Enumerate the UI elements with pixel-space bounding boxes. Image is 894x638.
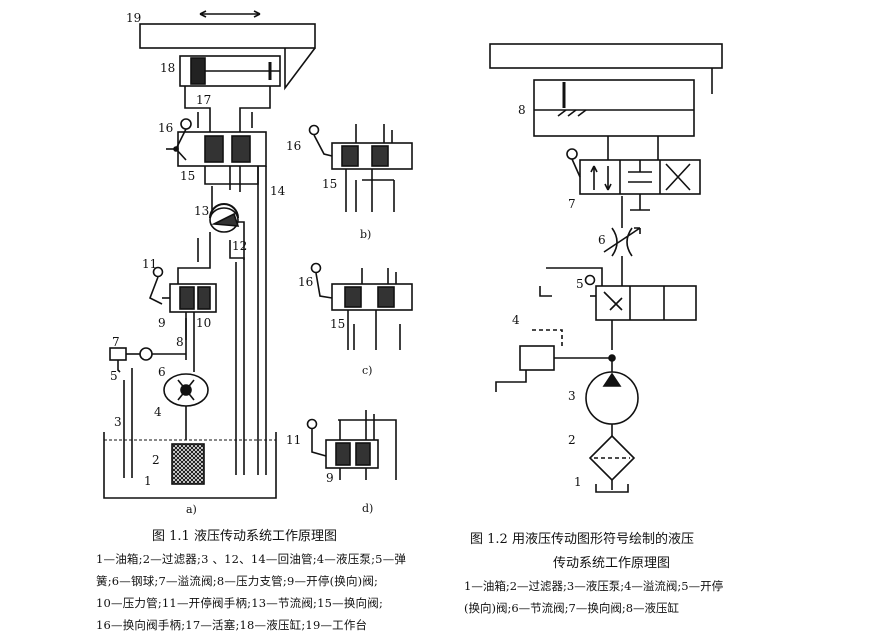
- label-pressure-branch: 8: [176, 335, 184, 349]
- fig2-label-start-stop-valve: 5: [576, 277, 584, 291]
- label-steel-ball: 6: [158, 365, 166, 379]
- fig1-title: 图 1.1 液压传动系统工作原理图: [152, 529, 337, 544]
- fig1-sub-c: [310, 262, 413, 350]
- steel-ball: [139, 347, 153, 361]
- fig2-start-stop-valve: [595, 285, 697, 321]
- sub-label-a: a): [186, 503, 197, 516]
- fig2-worktable: [489, 43, 723, 69]
- fig2-legend-line: 1—油箱;2—过滤器;3—液压泵;4—溢流阀;5—开停: [464, 579, 724, 593]
- label-return-pipe-14: 14: [270, 184, 286, 198]
- fig1-sub-d: [306, 410, 397, 480]
- fig2-relief-valve: [519, 345, 555, 371]
- fig2-label-tank: 1: [574, 475, 582, 489]
- label-reversing-valve: 15: [180, 169, 195, 183]
- label-return-pipe-12: 12: [232, 239, 247, 253]
- fig1-legend-line: 簧;6—钢球;7—溢流阀;8—压力支管;9—开停(换向)阀;: [96, 574, 379, 588]
- fig2-label-relief-valve: 4: [512, 313, 520, 327]
- label-start-stop-valve: 9: [158, 316, 166, 330]
- label-relief-valve: 7: [112, 335, 120, 349]
- label-start-stop-handle: 11: [142, 257, 157, 271]
- label-filter: 2: [152, 453, 160, 467]
- relief-valve: [109, 347, 127, 361]
- fig2-legend-line: (换向)阀;6—节流阀;7—换向阀;8—液压缸: [464, 601, 680, 615]
- fig2-label-cylinder: 8: [518, 103, 526, 117]
- label-cylinder: 18: [160, 61, 175, 75]
- sub-c-label-16: 16: [298, 275, 313, 289]
- filter: [171, 443, 205, 485]
- sub-label-c: c): [362, 364, 372, 377]
- fig1-main-diagram: [103, 10, 316, 499]
- fig2-title-line2: 传动系统工作原理图: [553, 556, 671, 571]
- sub-d-label-11: 11: [286, 433, 301, 447]
- label-reversing-handle: 16: [158, 121, 173, 135]
- fig1-legend-line: 1—油箱;2—过滤器;3 、12、14—回油管;4—液压泵;5—弹: [96, 552, 407, 566]
- fig2-title-line1: 图 1.2 用液压传动图形符号绘制的液压: [470, 532, 694, 547]
- fig2-symbol-diagram: [489, 43, 723, 493]
- worktable: [139, 23, 316, 49]
- fig2-label-throttle: 6: [598, 233, 606, 247]
- label-throttle-valve: 13: [194, 204, 209, 218]
- fig2-label-reversing-valve: 7: [568, 197, 576, 211]
- fig1-sub-b: [308, 124, 413, 212]
- start-stop-handle: [152, 266, 164, 278]
- fig1-legend-line: 10—压力管;11—开停阀手柄;13—节流阀;15—换向阀;: [96, 596, 384, 610]
- throttle-valve: [209, 207, 239, 233]
- label-pump: 4: [154, 405, 162, 419]
- label-piston: 17: [196, 93, 211, 107]
- fig2-cylinder: [533, 79, 695, 137]
- reversing-valve-handle: [180, 118, 192, 130]
- sub-b-label-16: 16: [286, 139, 301, 153]
- sub-label-d: d): [362, 502, 373, 515]
- label-spring: 5: [110, 369, 118, 383]
- sub-c-label-15: 15: [330, 317, 345, 331]
- fig2-label-pump: 3: [568, 389, 576, 403]
- sub-label-b: b): [360, 228, 371, 241]
- fig2-tank: [595, 484, 629, 493]
- label-pressure-pipe: 10: [196, 316, 211, 330]
- fig2-label-filter: 2: [568, 433, 576, 447]
- sub-b-label-15: 15: [322, 177, 337, 191]
- fig1-legend-line: 16—换向阀手柄;17—活塞;18—液压缸;19—工作台: [96, 618, 368, 632]
- label-return-pipe-3: 3: [114, 415, 122, 429]
- label-worktable: 19: [126, 11, 141, 25]
- oil-tank: [103, 432, 277, 499]
- fig2-legend: 1—油箱;2—过滤器;3—液压泵;4—溢流阀;5—开停 (换向)阀;6—节流阀;…: [464, 575, 794, 619]
- label-tank: 1: [144, 474, 152, 488]
- fig1-legend: 1—油箱;2—过滤器;3 、12、14—回油管;4—液压泵;5—弹 簧;6—钢球…: [96, 548, 448, 636]
- sub-d-label-9: 9: [326, 471, 334, 485]
